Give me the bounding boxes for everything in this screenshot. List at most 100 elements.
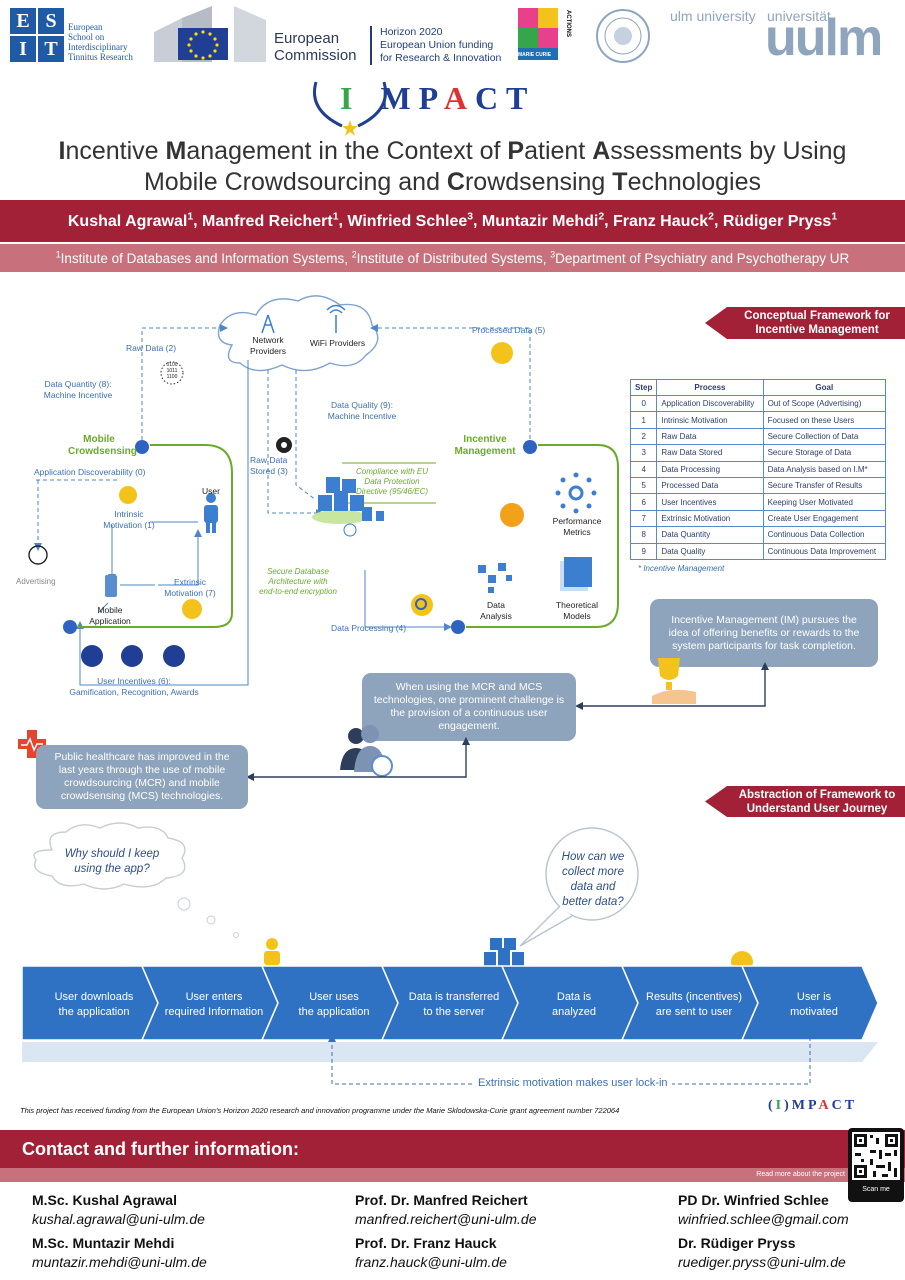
institute-name: 3Department of Psychiatry and Psychother… — [550, 249, 850, 267]
trophy-hand-icon — [652, 658, 696, 704]
impact-letter: P — [418, 80, 444, 116]
ec-building-icon — [154, 6, 266, 62]
challenge-info-box: When using the MCR and MCS technologies,… — [362, 673, 576, 741]
contact-email[interactable]: manfred.reichert@uni-ulm.de — [355, 1211, 537, 1227]
data-quantity-label: Data Quantity (8):Machine Incentive — [43, 379, 113, 400]
author-name: Franz Hauck2 — [613, 211, 714, 230]
table-cell: Extrinsic Motivation — [656, 509, 764, 528]
framework-lines — [28, 295, 619, 686]
esit-letter: E — [10, 8, 36, 34]
journey-step-label: Results (incentives)are sent to user — [646, 991, 742, 1018]
title-line-2: Mobile Crowdsourcing and Crowdsensing Te… — [0, 167, 905, 198]
table-cell: Secure Storage of Data — [762, 444, 887, 462]
thought-cloud — [33, 822, 186, 890]
impact-logo-small: (I)MPACT — [768, 1098, 858, 1113]
table-cell: 1 — [629, 411, 658, 429]
qr-code-icon — [852, 1132, 900, 1180]
table-cell: Continuous Data Collection — [762, 526, 887, 544]
metrics-icon — [555, 472, 597, 514]
title-text: rowdsensing — [464, 168, 613, 196]
raw-data-label: Raw Data (2) — [126, 343, 177, 353]
title-line-1: Incentive Management in the Context of P… — [0, 136, 905, 167]
table-cell: 8 — [629, 526, 658, 544]
esit-letter: T — [38, 36, 64, 62]
contact-email[interactable]: kushal.agrawal@uni-ulm.de — [32, 1211, 205, 1227]
contact-email[interactable]: muntazir.mehdi@uni-ulm.de — [32, 1254, 207, 1270]
table-cell: Out of Scope (Advertising) — [762, 394, 887, 413]
table-cell: 5 — [629, 476, 658, 495]
contact-name: Prof. Dr. Franz Hauck — [355, 1235, 497, 1251]
table-cell: Data Analysis based on I.M* — [762, 460, 887, 478]
data-processing-label: Data Processing (4) — [331, 623, 407, 633]
table-cell: Keeping User Motivated — [762, 493, 887, 511]
journey-reflection — [22, 1042, 158, 1062]
impact-letter: C — [474, 80, 507, 116]
smiley-hearts-icon — [182, 599, 202, 619]
authors-line: Kushal Agrawal1, Manfred Reichert1, Winf… — [67, 211, 838, 230]
title-text: echnologies — [627, 168, 762, 196]
funding-text: This project has received funding from t… — [20, 1106, 620, 1115]
ulm-seal-icon — [596, 9, 650, 63]
impact-letter: I — [340, 80, 361, 116]
table-cell: Secure Collection of Data — [762, 427, 887, 446]
title-initial: P — [507, 137, 525, 165]
author-name: Rüdiger Pryss1 — [722, 211, 838, 230]
impact-letter: M — [380, 80, 419, 116]
contact-email[interactable]: ruediger.pryss@uni-ulm.de — [678, 1254, 846, 1270]
table-cell: Create User Engagement — [762, 509, 887, 528]
user-icon — [204, 493, 218, 533]
table-cell: Processed Data — [656, 476, 764, 495]
table-cell: 6 — [629, 493, 658, 511]
models-icon — [560, 557, 592, 591]
globe-icon — [28, 545, 48, 565]
contact-subband: Read more about the project — [0, 1168, 905, 1182]
impact-letter: T — [506, 80, 536, 116]
table-cell: Data Quality — [656, 542, 764, 560]
table-footnote: * Incentive Management — [638, 564, 725, 573]
institutes-band: 1Institute of Databases and Information … — [0, 244, 905, 272]
impact-letter: A — [443, 80, 475, 116]
title-initial: C — [446, 168, 465, 196]
advertising-label: Advertising — [16, 577, 56, 586]
qr-code[interactable]: Scan me — [848, 1128, 904, 1202]
data-analysis-icon — [478, 563, 512, 593]
table-cell: Raw Data Stored — [656, 444, 764, 462]
contact-email[interactable]: franz.hauck@uni-ulm.de — [355, 1254, 507, 1270]
table-cell: User Incentives — [656, 493, 764, 511]
author-name: Muntazir Mehdi2 — [481, 211, 605, 230]
table-cell: Intrinsic Motivation — [656, 411, 764, 429]
contact-email[interactable]: winfried.schlee@gmail.com — [678, 1211, 849, 1227]
table-cell: 2 — [629, 427, 658, 446]
journey-reflection — [262, 1042, 398, 1062]
universitaet-text: universität — [767, 8, 831, 24]
title-initial: A — [592, 137, 611, 165]
contact-heading: Contact and further information: — [0, 1130, 905, 1168]
esit-letter: S — [38, 8, 64, 34]
server-icon — [484, 938, 524, 968]
mobile-icon — [105, 575, 117, 597]
author-name: Kushal Agrawal1 — [67, 211, 194, 230]
